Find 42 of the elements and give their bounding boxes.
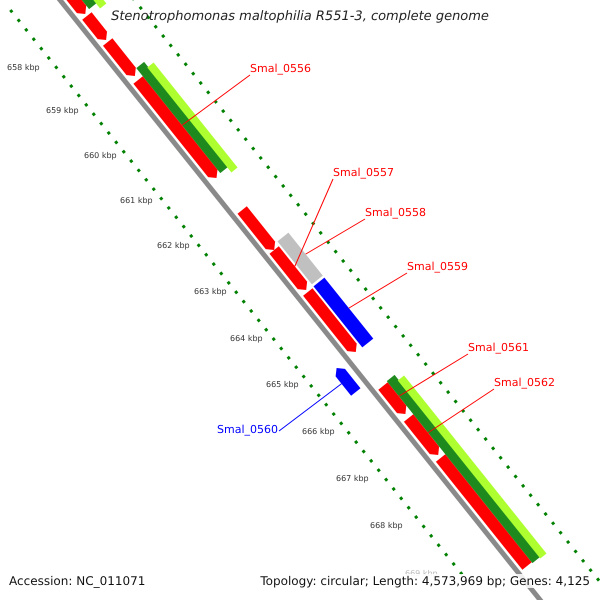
gene-feature [278,232,323,284]
gene-feature [314,278,374,348]
map-title: Stenotrophomonas maltophilia R551-3, complete genome [110,10,490,24]
leader-line [182,74,250,126]
scale-label: 664 kbp [230,333,263,345]
scale-label: 662 kbp [157,240,190,252]
leader-line [398,354,468,397]
scale-label: 666 kbp [302,426,335,438]
gene-feature [136,62,228,174]
gene-label: Smal_0558 [365,206,426,220]
gene-label: Smal_0560 [217,423,278,437]
gene-feature [103,38,136,76]
gene-label: Smal_0562 [494,376,555,390]
scale-label: 659 kbp [46,105,79,117]
scale-label: 661 kbp [120,195,153,207]
gene-feature [147,62,238,172]
gene-feature [238,206,276,250]
gene-label: Smal_0559 [407,260,468,274]
gene-label: Smal_0557 [333,166,394,180]
gene-feature [303,288,357,352]
accession-text: Accession: NC_011071 [9,574,146,588]
gene-feature [270,246,308,290]
leader-line [294,178,334,267]
scale-label: 658 kbp [7,62,40,74]
scale-label: 667 kbp [336,473,369,485]
leader-line [428,388,494,434]
genome-info-text: Topology: circular; Length: 4,573,969 bp; Genes: 4,125 [260,574,590,588]
gene-label: Smal_0556 [250,62,311,76]
scale-label: 660 kbp [84,150,117,162]
scale-label: 668 kbp [370,520,403,532]
leader-line [278,383,342,432]
leader-line [305,218,366,255]
leader-line [348,272,408,309]
gene-feature [404,414,440,455]
gene-feature [82,12,107,40]
scale-label: 665 kbp [266,379,299,391]
gene-feature [133,76,218,178]
gene-label: Smal_0561 [468,341,529,355]
gene-feature [336,368,360,396]
scale-label: 663 kbp [194,286,227,298]
gene-feature [436,454,532,570]
gene-feature [378,382,406,414]
